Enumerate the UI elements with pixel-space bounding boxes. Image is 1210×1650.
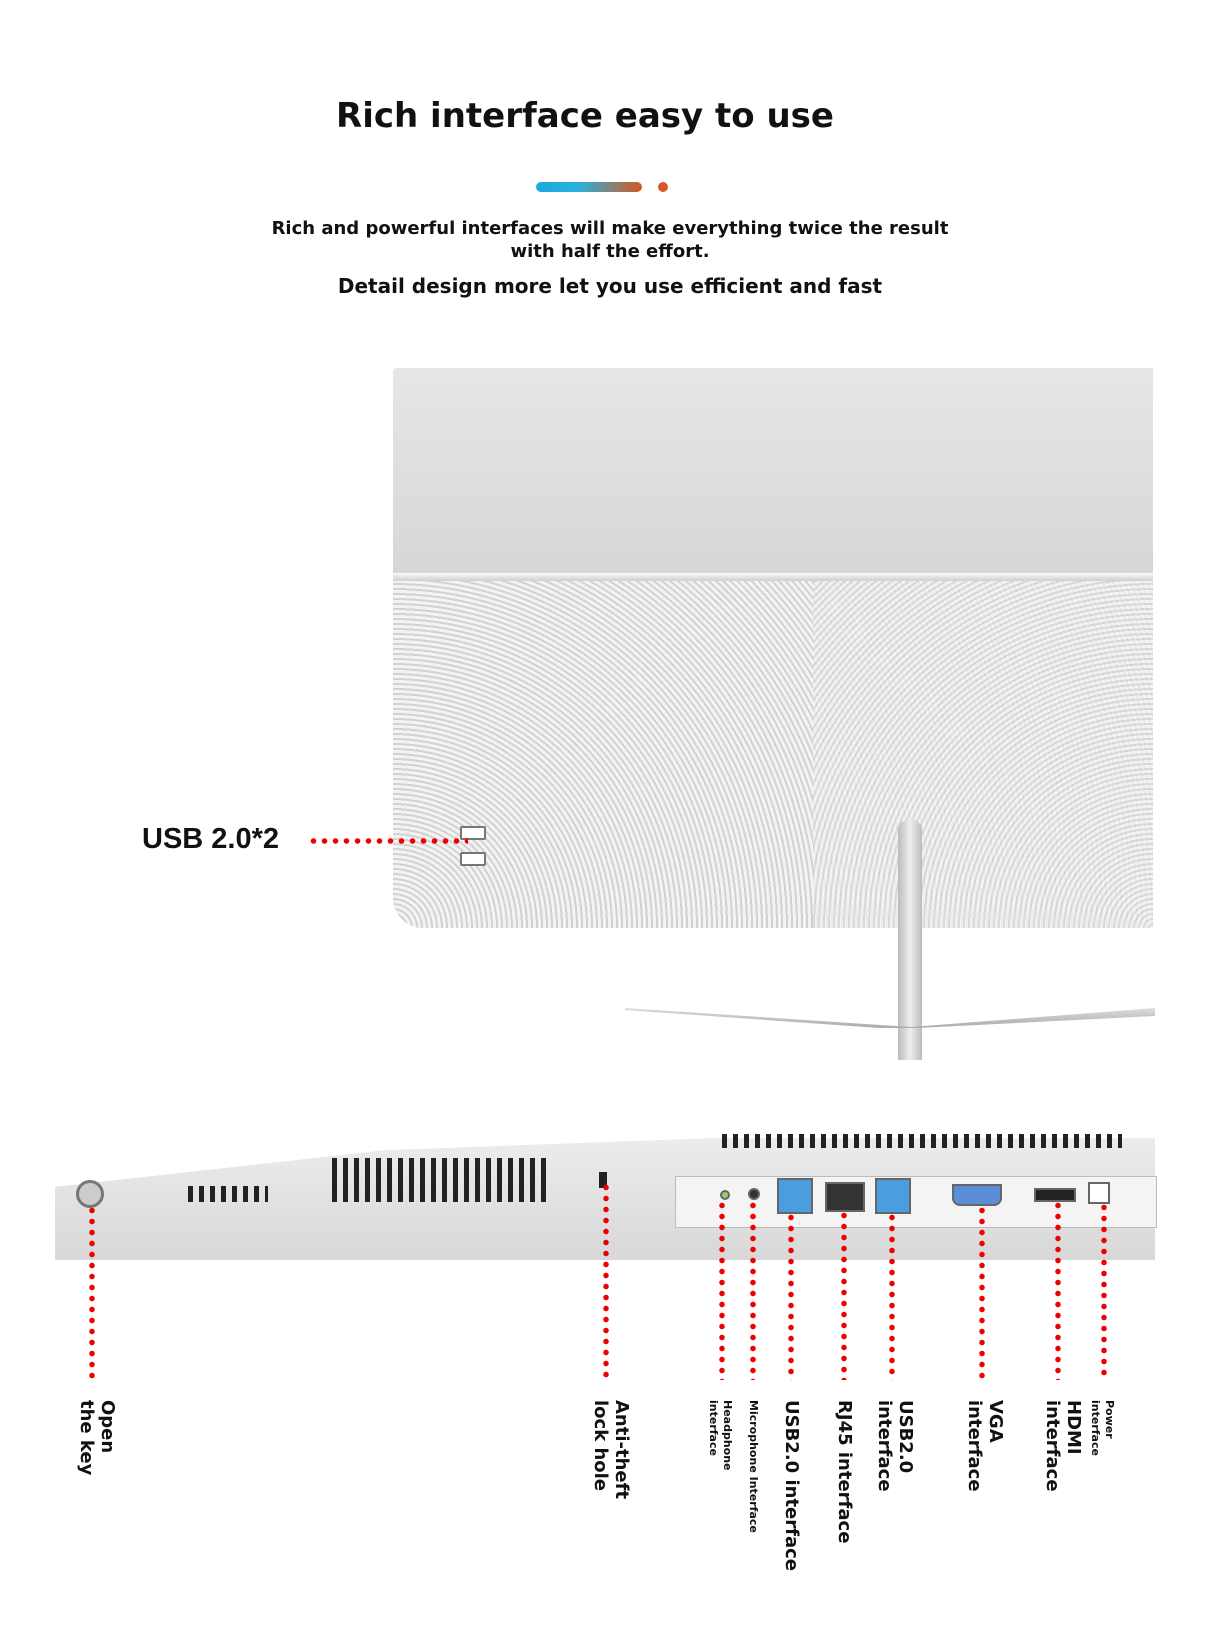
- headphone-jack-icon: [720, 1190, 730, 1200]
- lock-hole-icon: [599, 1172, 607, 1188]
- label-power: Power interface: [1089, 1400, 1116, 1456]
- callout-line: [89, 1205, 95, 1380]
- power-port-icon: [1088, 1182, 1110, 1204]
- label-rj45: RJ45 interface: [834, 1400, 855, 1544]
- usb-side-label: USB 2.0*2: [142, 823, 280, 855]
- label-usb-2: USB2.0 interface: [874, 1400, 916, 1492]
- vga-port-icon: [952, 1184, 1002, 1206]
- usb-port-icon: [460, 852, 486, 866]
- accent-dot: [658, 182, 668, 192]
- subtitle-1-text: Rich and powerful interfaces will make e…: [271, 218, 949, 262]
- monitor-seam: [393, 573, 1153, 581]
- callout-line: [841, 1210, 847, 1380]
- monitor-base: [625, 1008, 1155, 1028]
- label-usb-1: USB2.0 interface: [781, 1400, 802, 1571]
- monitor-stand: [898, 820, 922, 1060]
- callout-line: [719, 1200, 725, 1380]
- callout-line: [979, 1205, 985, 1380]
- io-panel: [675, 1176, 1157, 1228]
- callout-line: [603, 1182, 609, 1380]
- callout-line: [788, 1212, 794, 1380]
- page-title: Rich interface easy to use: [336, 96, 834, 136]
- label-headphone: Headphone interface: [707, 1400, 734, 1471]
- subtitle-1: Rich and powerful interfaces will make e…: [0, 217, 1210, 263]
- mic-jack-icon: [748, 1188, 760, 1200]
- usb-ports-icon: [875, 1178, 911, 1214]
- callout-line: [889, 1212, 895, 1380]
- vent-grille: [332, 1158, 552, 1202]
- usb-ports-icon: [777, 1178, 813, 1214]
- accent-gradient-bar: [536, 182, 642, 192]
- label-open-key: Open the key: [76, 1400, 118, 1476]
- usb-port-icon: [460, 826, 486, 840]
- top-vent: [722, 1134, 1122, 1148]
- callout-line: [1101, 1202, 1107, 1380]
- monitor-ridge-pattern-right: [813, 581, 1153, 928]
- rj45-port-icon: [825, 1182, 865, 1212]
- label-microphone: Microphone Interface: [747, 1400, 760, 1533]
- small-vent: [188, 1186, 268, 1202]
- monitor-back-image: [393, 368, 1153, 928]
- subtitle-2: Detail design more let you use efficient…: [337, 274, 883, 298]
- label-hdmi: HDMI interface: [1042, 1400, 1084, 1492]
- label-anti-theft: Anti-theft lock hole: [590, 1400, 632, 1500]
- callout-line: [750, 1200, 756, 1380]
- usb-dotted-line: [308, 838, 468, 844]
- label-vga: VGA interface: [964, 1400, 1006, 1492]
- monitor-upper-panel: [393, 368, 1153, 573]
- power-key-icon: [76, 1180, 104, 1208]
- callout-line: [1055, 1200, 1061, 1380]
